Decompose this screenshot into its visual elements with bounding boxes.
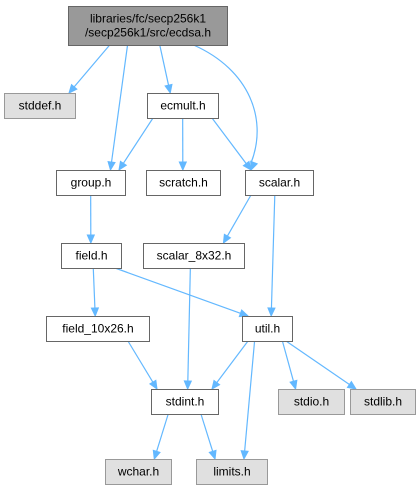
edge-ecdsa-to-group [107,44,129,172]
node-label: util.h [255,322,280,336]
edge-field-to-util [114,267,250,318]
node-label: stddef.h [19,99,62,113]
edge-ecmult-to-scratch [178,117,188,172]
node-group[interactable]: group.h [56,170,126,196]
node-label: wchar.h [117,465,159,479]
node-box [245,170,314,196]
node-box [143,243,245,269]
node-box [4,93,76,119]
node-box [46,316,150,342]
node-box [147,93,219,119]
node-stdint[interactable]: stdint.h [151,389,219,415]
edge-scalar-to-scalar-8x32 [222,194,252,245]
node-label: /secp256k1/src/ecdsa.h [85,26,211,40]
node-label: scalar_8x32.h [157,249,232,263]
node-label: scalar.h [259,176,300,190]
node-box [105,459,172,485]
node-box [61,243,122,269]
node-box [278,389,345,415]
node-box [242,316,293,342]
edge-util-to-limits [240,340,256,461]
node-limits[interactable]: limits.h [196,459,268,485]
edge-field-10x26-to-stdint [127,340,158,391]
edge-group-to-field [86,194,96,245]
edge-ecmult-to-scalar [211,117,252,171]
node-stdio[interactable]: stdio.h [278,389,345,415]
node-stddef[interactable]: stddef.h [4,93,76,119]
edge-stdint-to-wchar [152,413,169,461]
node-scratch[interactable]: scratch.h [146,170,221,196]
node-util[interactable]: util.h [242,316,293,342]
node-box [196,459,268,485]
node-box [68,6,228,46]
node-box [151,389,219,415]
edge-ecdsa-to-ecmult [159,44,173,95]
node-field-10x26[interactable]: field_10x26.h [46,316,150,342]
edge-field-to-field-10x26 [90,267,100,318]
edge-stdint-to-limits [200,413,217,461]
node-wchar[interactable]: wchar.h [105,459,172,485]
node-label: stdio.h [294,395,329,409]
edge-util-to-stdio [281,340,298,391]
node-box [146,170,221,196]
node-box [56,170,126,196]
node-label: group.h [71,176,112,190]
edges-layer [68,44,358,461]
edge-util-to-stdlib [285,340,358,390]
node-scalar[interactable]: scalar.h [245,170,314,196]
node-label: field.h [75,249,107,263]
node-scalar-8x32[interactable]: scalar_8x32.h [143,243,245,269]
node-label: field_10x26.h [62,322,133,336]
edge-ecmult-to-group [118,117,154,172]
node-label: scratch.h [159,176,208,190]
edge-ecdsa-to-scalar [193,44,259,172]
node-ecmult[interactable]: ecmult.h [147,93,219,119]
node-box [350,389,416,415]
edge-util-to-stdint [211,340,249,390]
node-label: limits.h [213,465,250,479]
node-ecdsa[interactable]: libraries/fc/secp256k1/secp256k1/src/ecd… [68,6,228,46]
node-field[interactable]: field.h [61,243,122,269]
edge-scalar-8x32-to-stdint [183,267,193,391]
node-stdlib[interactable]: stdlib.h [350,389,416,415]
edge-ecdsa-to-stddef [68,44,111,94]
node-label: libraries/fc/secp256k1 [90,12,206,26]
node-label: stdlib.h [364,395,402,409]
node-label: ecmult.h [160,99,205,113]
nodes-layer: libraries/fc/secp256k1/secp256k1/src/ecd… [4,6,416,485]
edge-scalar-to-util [267,194,276,318]
node-label: stdint.h [166,395,205,409]
